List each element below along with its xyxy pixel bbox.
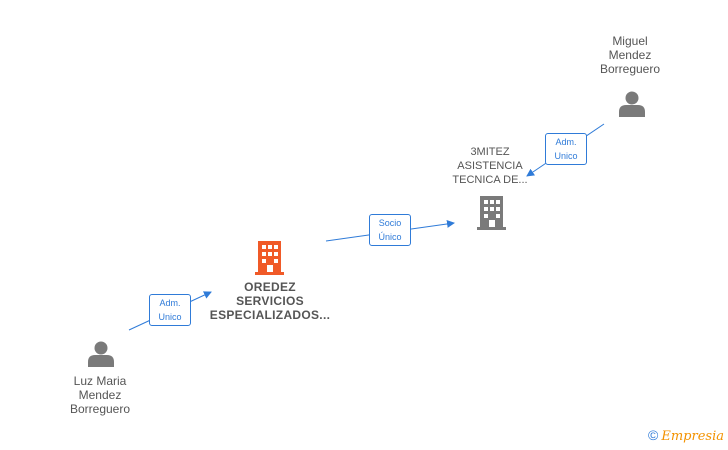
node-oredez-servicios[interactable]: OREDEZ SERVICIOS ESPECIALIZADOS... [195, 280, 345, 322]
node-label-line: 3MITEZ [470, 146, 510, 158]
edge-label-socio-unico: Socio Único [369, 214, 411, 246]
edge-label-adm-unico: Adm. Unico [149, 294, 191, 326]
person-icon[interactable] [88, 341, 114, 368]
node-3mitez-asistencia[interactable]: 3MITEZ ASISTENCIA TECNICA DE... [440, 145, 540, 187]
building-icon[interactable] [477, 196, 506, 230]
node-luz-maria-mendez-borreguero[interactable]: Luz Maria Mendez Borreguero [55, 374, 145, 416]
node-label-line: Mendez [78, 388, 122, 402]
copyright-symbol: © [648, 427, 659, 443]
node-label-line: ASISTENCIA [457, 160, 523, 172]
edge-label-line: Unico [554, 151, 578, 161]
edge-label-adm-unico: Adm. Unico [545, 133, 587, 165]
node-label-line: OREDEZ [244, 280, 296, 294]
edge-label-line: Adm. [555, 137, 577, 147]
empresia-watermark: ©Empresia [648, 427, 724, 444]
node-label-line: ESPECIALIZADOS... [209, 308, 331, 322]
node-label-line: Luz Maria [73, 374, 127, 388]
node-label-line: TECNICA DE... [452, 174, 528, 186]
person-icon[interactable] [619, 91, 645, 118]
edge-label-line: Unico [158, 312, 182, 322]
node-label-line: Mendez [608, 48, 652, 62]
brand-logo-text: Empresia [661, 429, 724, 444]
edge-label-line: Adm. [159, 298, 181, 308]
node-label-line: SERVICIOS [236, 294, 304, 308]
node-label-line: Borreguero [69, 402, 131, 416]
building-icon[interactable] [255, 241, 284, 275]
node-label-line: Miguel [612, 34, 648, 48]
node-label-line: Borreguero [599, 62, 661, 76]
edge-label-line: Único [378, 232, 402, 242]
node-miguel-mendez-borreguero[interactable]: Miguel Mendez Borreguero [585, 34, 675, 76]
edge-label-line: Socio [378, 218, 402, 228]
